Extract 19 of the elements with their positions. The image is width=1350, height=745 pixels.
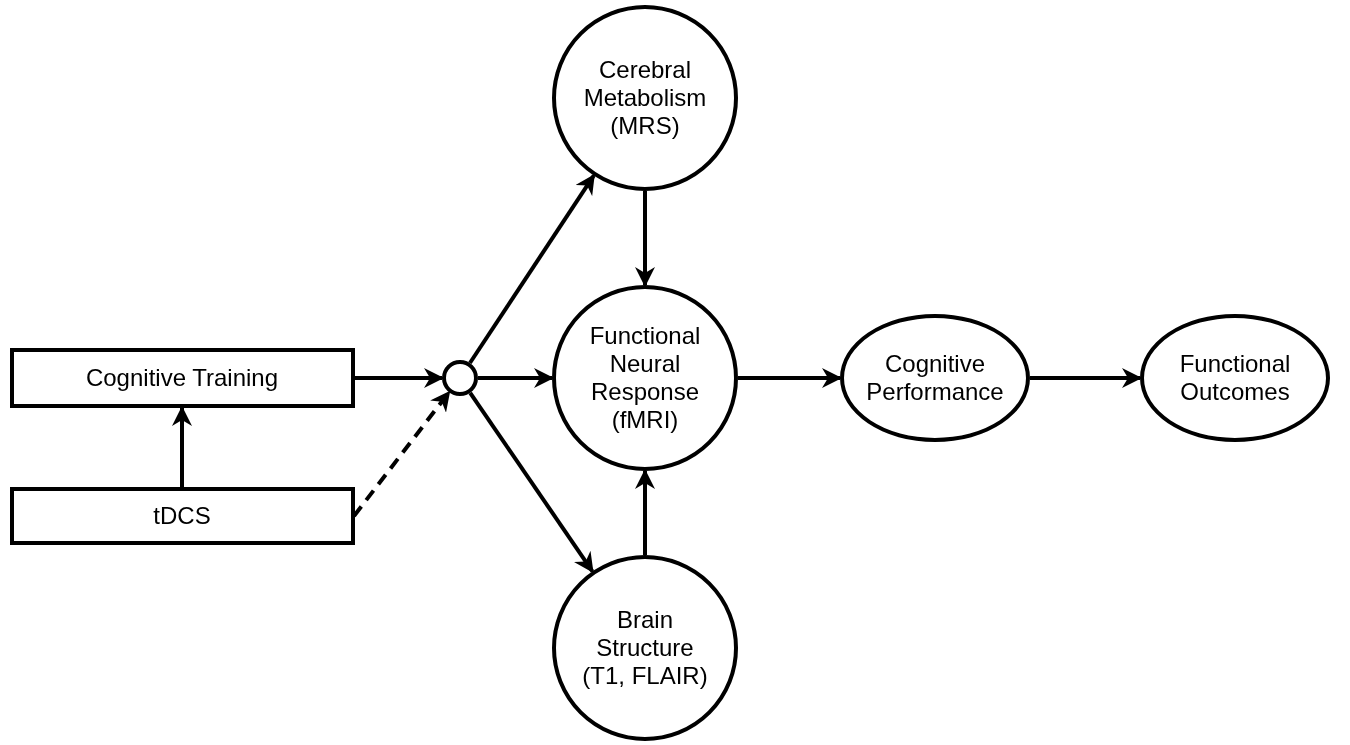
arrow <box>468 173 596 365</box>
node-label: Cognitive Training <box>85 364 279 392</box>
arrow <box>635 191 655 287</box>
arrow <box>468 391 595 573</box>
arrow <box>354 368 444 388</box>
node-label: Brain Structure (T1, FLAIR) <box>581 606 709 690</box>
node-label: Functional Neural Response (fMRI) <box>588 322 702 434</box>
arrow <box>172 406 192 487</box>
arrow <box>478 368 554 388</box>
process-box <box>9 348 355 408</box>
node-label: Cerebral Metabolism (MRS) <box>582 56 708 140</box>
process-box <box>9 487 355 545</box>
node-label: Cognitive Performance <box>865 350 1005 406</box>
node-label: Functional Outcomes <box>1178 350 1292 406</box>
arrow <box>738 368 842 388</box>
junction-circle <box>442 360 478 396</box>
arrow <box>1030 368 1142 388</box>
arrow <box>635 469 655 555</box>
node-label: tDCS <box>153 502 211 530</box>
